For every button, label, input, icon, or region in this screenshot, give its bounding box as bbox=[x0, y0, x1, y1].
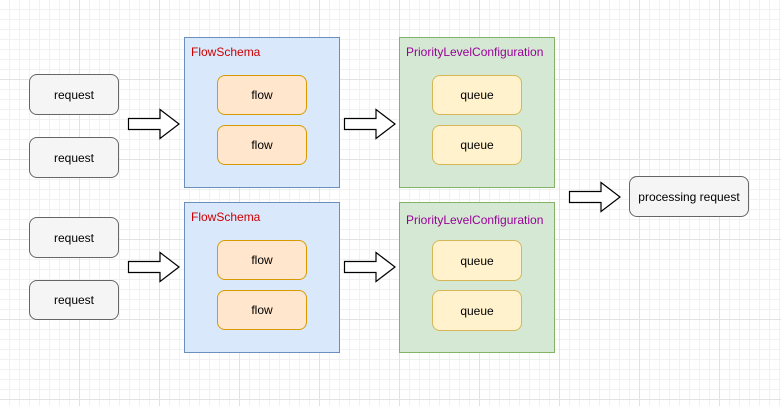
flowschema-container: FlowSchema flow flow bbox=[184, 37, 340, 188]
priority-level-configuration-title: PriorityLevelConfiguration bbox=[406, 213, 544, 227]
block-arrow-right-icon bbox=[343, 251, 396, 283]
flowschema-title: FlowSchema bbox=[191, 45, 261, 59]
flow-box: flow bbox=[217, 290, 307, 330]
block-arrow-right-icon bbox=[127, 108, 180, 140]
flowschema-title: FlowSchema bbox=[191, 210, 261, 224]
request-box: request bbox=[29, 280, 119, 320]
flowschema-container: FlowSchema flow flow bbox=[184, 202, 340, 353]
flow-box: flow bbox=[217, 75, 307, 115]
flow-box: flow bbox=[217, 125, 307, 165]
block-arrow-right-icon bbox=[343, 108, 396, 140]
priority-level-configuration-title: PriorityLevelConfiguration bbox=[406, 45, 544, 59]
queue-box: queue bbox=[432, 290, 522, 331]
flow-box: flow bbox=[217, 240, 307, 280]
block-arrow-right-icon bbox=[127, 251, 180, 283]
priority-level-configuration-container: PriorityLevelConfiguration queue queue bbox=[399, 37, 555, 188]
queue-box: queue bbox=[432, 125, 522, 165]
request-box: request bbox=[29, 137, 119, 178]
request-box: request bbox=[29, 217, 119, 258]
queue-box: queue bbox=[432, 240, 522, 281]
queue-box: queue bbox=[432, 75, 522, 115]
block-arrow-right-icon bbox=[568, 181, 621, 213]
processing-request-box: processing request bbox=[629, 176, 749, 217]
request-box: request bbox=[29, 74, 119, 115]
priority-level-configuration-container: PriorityLevelConfiguration queue queue bbox=[399, 202, 555, 353]
